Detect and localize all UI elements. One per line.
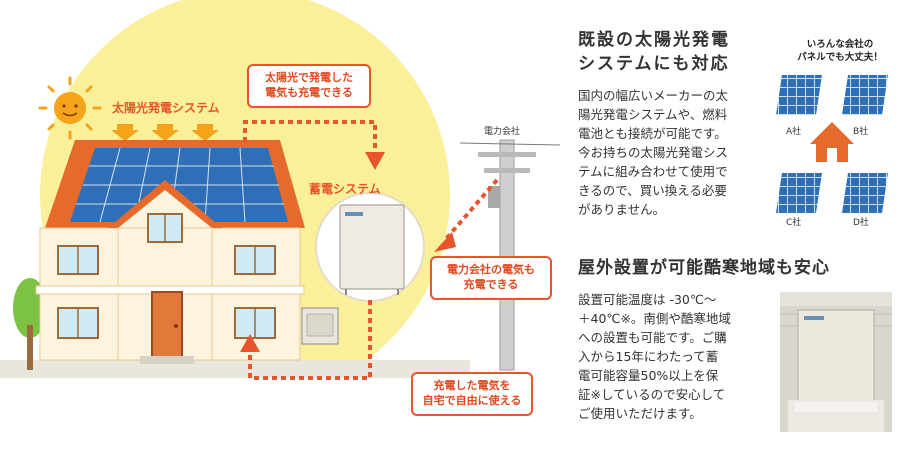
company-d-label: D社 [853, 218, 869, 228]
center-house-icon [810, 122, 854, 162]
flow-arrowheads [240, 152, 456, 352]
storage-system-label: 蓄電システム [309, 182, 381, 196]
panel-companies-diagram [776, 75, 888, 213]
storage-battery-icon [315, 192, 425, 302]
power-company-label: 電力会社 [484, 127, 521, 137]
section1-heading: 既設の太陽光発電 システムにも対応 [578, 30, 730, 74]
energy-flow-lines [243, 120, 499, 380]
section2-heading: 屋外設置が可能酷寒地域も安心 [578, 258, 830, 278]
company-b-label: B社 [853, 127, 869, 137]
company-a-label: A社 [786, 127, 802, 137]
callout-home-usage: 充電した電気を 自宅で自由に使える [411, 372, 533, 416]
outdoor-installation-photo [780, 292, 892, 432]
panel-d-icon [842, 173, 888, 213]
panel-b-icon [842, 75, 888, 115]
solar-system-label: 太陽光発電システム [112, 101, 220, 115]
callout-solar-charging: 太陽光で発電した 電気も充電できる [247, 64, 371, 108]
section2-body: 設置可能温度は -30℃〜 ＋40℃※。南側や酷寒地域 への設置も可能です。ご購… [578, 292, 731, 421]
panel-c-icon [776, 173, 822, 213]
outdoor-unit-icon [301, 307, 339, 345]
panel-a-icon [776, 75, 822, 115]
callout-grid-charging: 電力会社の電気も 充電できる [430, 256, 552, 300]
utility-pole-icon [459, 139, 560, 371]
company-c-label: C社 [786, 218, 802, 228]
panel-note: いろんな会社の パネルでも大丈夫！ [797, 39, 883, 63]
sun-icon [38, 76, 102, 140]
ground [0, 360, 470, 378]
section1-body: 国内の幅広いメーカーの太 陽光発電システムや、燃料 電池とも接続が可能です。 今… [578, 88, 729, 217]
sunlight-arrows [111, 124, 219, 141]
